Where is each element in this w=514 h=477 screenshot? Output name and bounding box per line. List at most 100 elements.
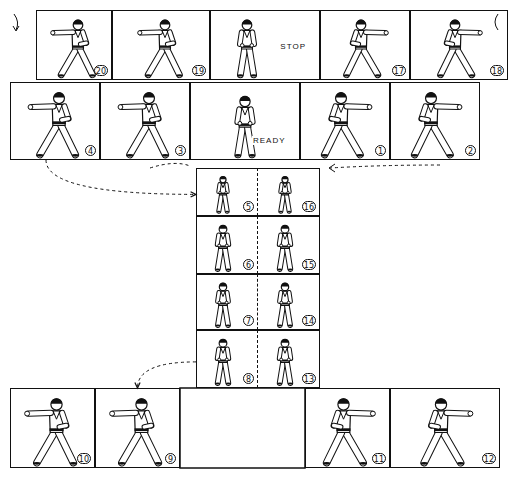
step-number: 3	[175, 145, 186, 156]
head	[73, 20, 83, 30]
limb	[289, 292, 290, 301]
limb	[59, 426, 66, 427]
limb	[167, 49, 180, 75]
fist	[280, 244, 283, 247]
kata-step-panel: 19	[112, 10, 210, 80]
limb	[281, 195, 284, 211]
limb	[130, 125, 147, 154]
limb	[218, 184, 219, 192]
limb	[415, 125, 429, 154]
head	[220, 177, 226, 183]
limb	[167, 49, 180, 75]
limb	[349, 411, 371, 416]
limb	[217, 292, 218, 301]
foot	[215, 383, 220, 385]
limb	[346, 104, 368, 109]
step-path	[329, 164, 335, 172]
limb	[240, 32, 242, 44]
limb	[240, 32, 242, 44]
kata-step-panel: 12	[390, 388, 500, 468]
limb	[447, 43, 453, 44]
hair	[338, 398, 349, 404]
limb	[148, 49, 163, 75]
limb	[144, 426, 151, 427]
limb	[40, 125, 57, 154]
foot	[323, 462, 330, 465]
kata-step-panel: 18	[410, 10, 508, 80]
fist	[225, 191, 227, 193]
limb	[431, 426, 438, 427]
limb	[249, 49, 253, 75]
foot	[249, 154, 255, 157]
limb	[218, 362, 221, 383]
fist	[238, 121, 242, 125]
fist	[457, 105, 462, 110]
head	[450, 20, 460, 30]
limb	[152, 119, 159, 120]
foot	[357, 154, 364, 157]
limb	[40, 125, 57, 154]
limb	[122, 104, 144, 109]
limb	[279, 349, 280, 359]
limb	[460, 29, 479, 35]
gi-collar	[283, 291, 288, 297]
limb	[447, 43, 453, 44]
hair	[219, 339, 227, 343]
karateka-figure	[235, 96, 255, 157]
turn-mark	[13, 26, 19, 31]
limb	[62, 119, 69, 120]
limb	[114, 411, 136, 416]
fist	[287, 191, 289, 193]
gi-jacket	[280, 291, 289, 305]
head	[281, 283, 288, 290]
fist	[384, 31, 388, 35]
limb	[238, 127, 242, 155]
limb	[219, 195, 222, 211]
limb	[151, 125, 165, 154]
fist	[468, 411, 473, 416]
step-number: 1	[375, 145, 386, 156]
limb	[325, 125, 339, 154]
hair	[136, 398, 147, 404]
limb	[227, 292, 228, 301]
step-number: 2	[465, 145, 476, 156]
kata-step-panel: 9	[95, 388, 180, 468]
kata-step-panel: 17	[320, 10, 410, 80]
limb	[415, 125, 429, 154]
limb	[287, 248, 290, 269]
gi-collar	[53, 411, 60, 419]
limb	[225, 248, 228, 269]
kata-step-panel: 8	[196, 330, 258, 388]
limb	[37, 433, 55, 463]
limb	[217, 235, 218, 245]
limb	[280, 184, 281, 192]
karateka-figure	[277, 225, 292, 271]
limb	[279, 292, 280, 301]
limb	[436, 104, 458, 109]
fist	[110, 411, 115, 416]
foot	[421, 462, 428, 465]
limb	[122, 433, 139, 463]
gi-jacket	[281, 183, 289, 195]
gi-collar	[428, 104, 435, 112]
head	[136, 399, 147, 410]
fist	[225, 244, 228, 247]
limb	[218, 305, 221, 325]
limb	[363, 49, 378, 75]
limb	[443, 433, 461, 463]
foot	[279, 211, 283, 213]
fist	[287, 244, 290, 247]
foot	[469, 74, 475, 76]
head	[338, 399, 349, 410]
foot	[251, 74, 257, 76]
limb	[225, 305, 228, 325]
head	[219, 283, 226, 290]
limb	[122, 433, 139, 463]
foot	[215, 269, 220, 271]
limb	[29, 411, 51, 416]
limb	[280, 362, 283, 383]
fist	[280, 358, 283, 361]
kata-step-panel: 13	[258, 330, 320, 388]
limb	[54, 29, 73, 35]
head	[219, 225, 227, 233]
